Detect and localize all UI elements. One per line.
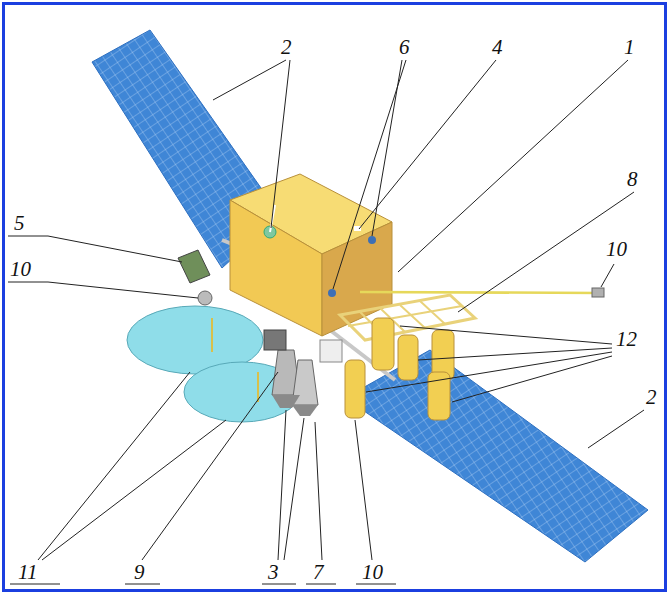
callout-number: 9	[134, 561, 145, 583]
callout-number: 6	[399, 36, 410, 58]
callout-number: 2	[646, 386, 657, 408]
callout-number: 11	[18, 561, 37, 583]
callout-number: 10	[362, 561, 383, 583]
callout-number: 8	[627, 168, 638, 190]
callout-number: 10	[606, 238, 627, 260]
callout-number: 4	[492, 36, 503, 58]
callout-number: 3	[268, 561, 279, 583]
callout-number: 2	[281, 36, 292, 58]
callout-number: 1	[624, 36, 635, 58]
callout-number: 12	[616, 328, 637, 350]
callout-number: 5	[14, 212, 25, 234]
callout-number: 10	[10, 258, 31, 280]
callout-number: 7	[313, 561, 324, 583]
